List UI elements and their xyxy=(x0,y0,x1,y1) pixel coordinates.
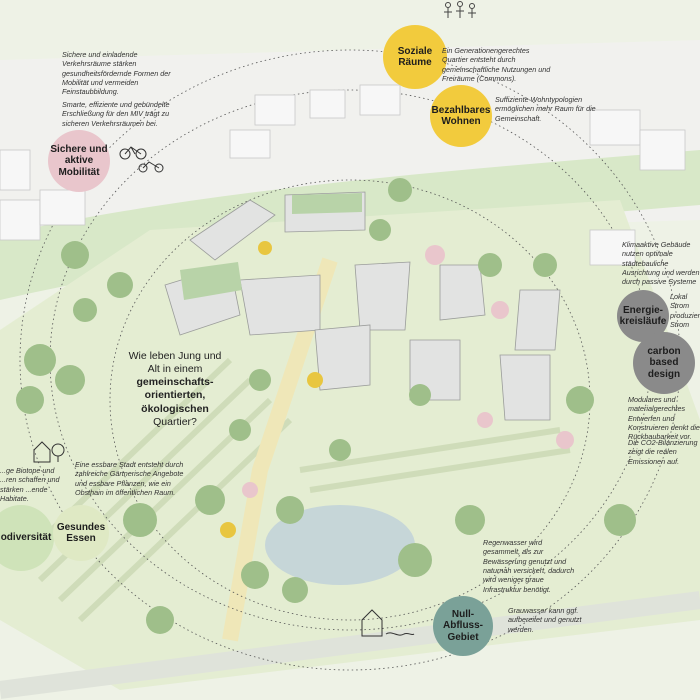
bicycle-icon xyxy=(119,146,164,173)
autumn-trees xyxy=(220,241,323,538)
question-bold: orientierten, xyxy=(144,389,206,402)
house-water-icon xyxy=(361,609,415,637)
note-mobilitaet-1: Sichere und einladende Verkehrsräume stä… xyxy=(62,50,171,97)
theme-carbon-based-design: carbon based design xyxy=(633,332,695,394)
theme-mobilitaet: Sichere und aktive Mobilität xyxy=(48,130,110,192)
road xyxy=(0,591,700,699)
green-roof xyxy=(292,193,362,214)
note-biodiversitaet: ...ge Biotope und ...ren schaffen und st… xyxy=(0,466,60,504)
question-line: Quartier? xyxy=(153,415,197,428)
note-regenwasser: Regenwasser wird gesammelt, als zur Bewä… xyxy=(483,538,575,594)
people-icon xyxy=(444,1,476,18)
theme-bezahlbares-wohnen: Bezahlbares Wohnen xyxy=(430,85,492,147)
note-mobilitaet-2: Smarte, effiziente und gebündelte Erschl… xyxy=(62,100,170,128)
question-line: Alt in einem xyxy=(147,363,203,376)
trees xyxy=(16,178,636,634)
blossom-trees xyxy=(242,245,574,498)
note-klimaaktive-gebaeude: Klimaaktive Gebäude nutzen optimale städ… xyxy=(622,240,700,286)
tree-house-icon xyxy=(33,441,65,463)
note-carbon-2: Die CO2-Bilanzierung zeigt die realen Em… xyxy=(628,438,698,466)
question-bold: gemeinschafts- xyxy=(136,376,214,389)
question-bold: ökologischen xyxy=(141,402,209,415)
pond xyxy=(265,505,415,585)
existing-houses xyxy=(0,84,686,266)
theme-null-abfluss: Null-Abfluss-Gebiet xyxy=(433,596,493,656)
note-soziale-raeume: Ein Generationengerechtes Quartier entst… xyxy=(442,46,551,84)
theme-biodiversitaet: Biodiversität xyxy=(0,505,54,571)
question-line: Wie leben Jung und xyxy=(128,350,222,362)
note-energie: Lokal Strom produziert, Strom selbst, Be… xyxy=(670,292,700,328)
note-bezahlbares-wohnen: Suffiziente Wohntypologien ermöglichen m… xyxy=(495,95,596,123)
note-grauwasser: Grauwasser kann ggf. aufbereitet und gen… xyxy=(508,606,582,634)
theme-soziale-raeume: Soziale Räume xyxy=(383,25,447,89)
note-carbon-1: Modulares und materialgerechtes Entwerfe… xyxy=(628,395,700,442)
green-roof xyxy=(180,262,242,300)
central-question: Wie leben Jung und Alt in einem gemeinsc… xyxy=(120,350,230,429)
note-gesundes-essen: Eine essbare Stadt entsteht durch zahlre… xyxy=(75,460,184,498)
theme-gesundes-essen: Gesundes Essen xyxy=(53,505,109,561)
